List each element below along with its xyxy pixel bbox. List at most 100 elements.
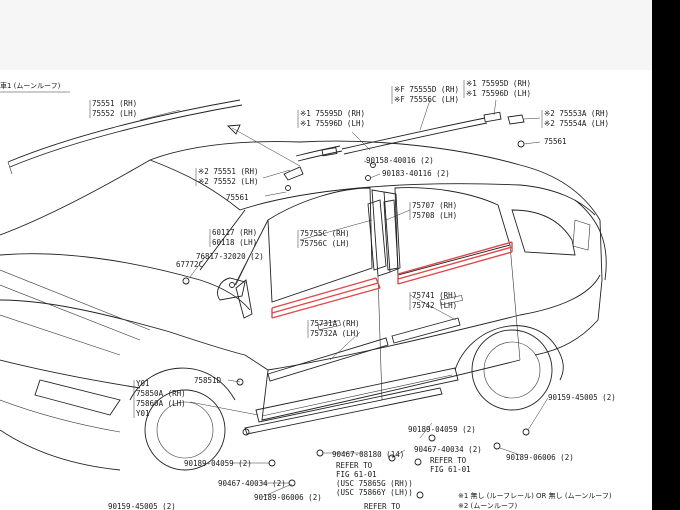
svg-text:75708 (LH): 75708 (LH) [412,211,457,220]
rear-door-belt-moulding [397,241,513,285]
svg-text:75742 (LH): 75742 (LH) [412,301,457,310]
header-note: 車1 (ムーンルーフ) [0,81,61,90]
callout-76817: 76817-32020 (2) [196,252,264,261]
svg-text:※2 75551 (RH): ※2 75551 (RH) [198,167,258,176]
b-pillar-garnish [367,199,387,271]
callout-90183: 90183-40116 (2) [382,169,450,178]
svg-text:75851D: 75851D [194,376,222,385]
roof-arrow [226,124,241,135]
svg-text:75860A (LH): 75860A (LH) [136,399,186,408]
callout-75707: 75707 (RH) 75708 (LH) [412,201,457,220]
svg-text:75561: 75561 [226,193,249,202]
svg-text:FIG 61-01: FIG 61-01 [430,465,471,474]
callout-75851d: 75851D [194,376,222,385]
right-black-border [652,0,680,510]
rail-end-front [283,166,304,181]
svg-text:75707 (RH): 75707 (RH) [412,201,457,210]
leader-lines [139,99,549,498]
callout-75850a: Y01 75850A (RH) 75860A (LH) Y01 [136,379,186,418]
svg-text:75741 (RH): 75741 (RH) [412,291,457,300]
svg-text:※2 75553A (RH): ※2 75553A (RH) [544,109,609,118]
callout-75595d-b: ※1 75595D (RH) ※1 75596D (LH) [466,79,531,98]
roof-rail-left [7,99,243,175]
rail-cover-rear [483,111,502,123]
callout-90189-06006-a: 90189-06006 (2) [506,453,574,462]
svg-text:75561: 75561 [544,137,567,146]
parts-diagram: 車1 (ムーンルーフ) [0,70,652,510]
svg-text:※1 無し (ルーフレール) OR 無し (ムーンルーフ): ※1 無し (ルーフレール) OR 無し (ムーンルーフ) [458,491,612,500]
callout-90158: 90158-40016 (2) [366,156,434,165]
callout-refer-fig-61-01-b: REFER TO FIG 61-01 [430,456,471,474]
svg-text:※1 75595D (RH): ※1 75595D (RH) [466,79,531,88]
callout-67772c: 67772C [176,260,203,269]
svg-text:90467-40034 (2): 90467-40034 (2) [218,479,286,488]
callout-75595d-a: ※1 75595D (RH) ※1 75596D (LH) [300,109,365,128]
callout-75755c: 75755C (RH) 75756C (LH) [300,229,350,248]
callout-90189-04059-a: 90189-04059 (2) [408,425,476,434]
top-blank-band [0,0,680,70]
svg-text:90159-45005 (2): 90159-45005 (2) [548,393,616,402]
svg-text:90189-04059 (2): 90189-04059 (2) [408,425,476,434]
svg-text:90189-06006 (2): 90189-06006 (2) [254,493,322,502]
svg-text:75756C (LH): 75756C (LH) [300,239,350,248]
svg-text:Y01: Y01 [136,379,150,388]
callout-90467-40034-b: 90467-40034 (2) [218,479,286,488]
b-pillar-garnish-rear [383,199,399,271]
svg-text:90158-40016 (2): 90158-40016 (2) [366,156,434,165]
front-door-belt-moulding [271,277,381,319]
svg-text:76817-32020 (2): 76817-32020 (2) [196,252,264,261]
callout-90467-40034-a: 90467-40034 (2) [414,445,482,454]
callout-90189-04059-b: 90189-04059 (2) [184,459,252,468]
svg-text:75850A (RH): 75850A (RH) [136,389,186,398]
svg-text:※2 (ムーンルーフ): ※2 (ムーンルーフ) [458,502,518,510]
svg-text:REFER TO: REFER TO [430,456,467,465]
svg-text:※2 75552 (LH): ※2 75552 (LH) [198,177,258,186]
svg-text:REFER TO: REFER TO [336,461,373,470]
rocker-panel-moulding [255,367,459,423]
rail-end-cap [507,114,525,125]
svg-text:90467-08180 (14): 90467-08180 (14) [332,450,404,459]
rear-door-side-moulding [391,317,461,344]
svg-text:Y01: Y01 [136,409,150,418]
svg-text:※2 75554A (LH): ※2 75554A (LH) [544,119,609,128]
svg-text:※F 75555D (RH): ※F 75555D (RH) [394,85,459,94]
svg-text:※1 75596D (LH): ※1 75596D (LH) [300,119,365,128]
a-pillar-garnish [235,279,253,319]
svg-text:75732A (LH): 75732A (LH) [310,329,360,338]
svg-text:60117 (RH): 60117 (RH) [212,228,257,237]
callout-90467-08180: 90467-08180 (14) [332,450,404,459]
callout-75551-moonroof: ※2 75551 (RH) ※2 75552 (LH) [198,167,258,186]
callout-refer-fig-61-01-a: REFER TO FIG 61-01 (USC 75865G (RH)) (US… [336,461,413,497]
svg-text:(USC 75865G (RH)): (USC 75865G (RH)) [336,479,413,488]
vehicle-outline [0,140,607,471]
callout-75741: 75741 (RH) 75742 (LH) [412,291,457,310]
svg-text:90467-40034 (2): 90467-40034 (2) [414,445,482,454]
callout-75553a: ※2 75553A (RH) ※2 75554A (LH) [544,109,609,128]
callout-brackets [89,80,543,418]
svg-text:60118 (LH): 60118 (LH) [212,238,257,247]
callout-75551: 75551 (RH) 75552 (LH) [92,99,137,118]
svg-text:90159-45005 (2): 90159-45005 (2) [108,502,176,510]
callout-refer-to-bottom: REFER TO [364,502,401,510]
svg-text:※F 75556C (LH): ※F 75556C (LH) [394,95,459,104]
callout-90159-right: 90159-45005 (2) [548,393,616,402]
rail-cover-front [321,147,338,157]
rocker-lower-trim [244,387,443,435]
callout-60117: 60117 (RH) 60118 (LH) [212,228,257,247]
svg-text:90183-40116 (2): 90183-40116 (2) [382,169,450,178]
svg-text:90189-06006 (2): 90189-06006 (2) [506,453,574,462]
svg-text:(USC 75866Y (LH)): (USC 75866Y (LH)) [336,488,413,497]
svg-text:67772C: 67772C [176,260,203,269]
svg-text:REFER TO: REFER TO [364,502,401,510]
svg-text:※1 75595D (RH): ※1 75595D (RH) [300,109,365,118]
svg-text:90189-04059 (2): 90189-04059 (2) [184,459,252,468]
roof-rail-right [341,117,488,155]
callout-75731a: 75731A (RH) 75732A (LH) [310,319,360,338]
front-door-side-moulding [267,337,389,382]
callout-75561-right: 75561 [544,137,567,146]
callout-75555d: ※F 75555D (RH) ※F 75556C (LH) [394,85,459,104]
svg-text:※1 75596D (LH): ※1 75596D (LH) [466,89,531,98]
callout-90189-06006-b: 90189-06006 (2) [254,493,322,502]
footnotes: ※1 無し (ルーフレール) OR 無し (ムーンルーフ) ※2 (ムーンルーフ… [458,491,612,510]
svg-text:75755C (RH): 75755C (RH) [300,229,350,238]
